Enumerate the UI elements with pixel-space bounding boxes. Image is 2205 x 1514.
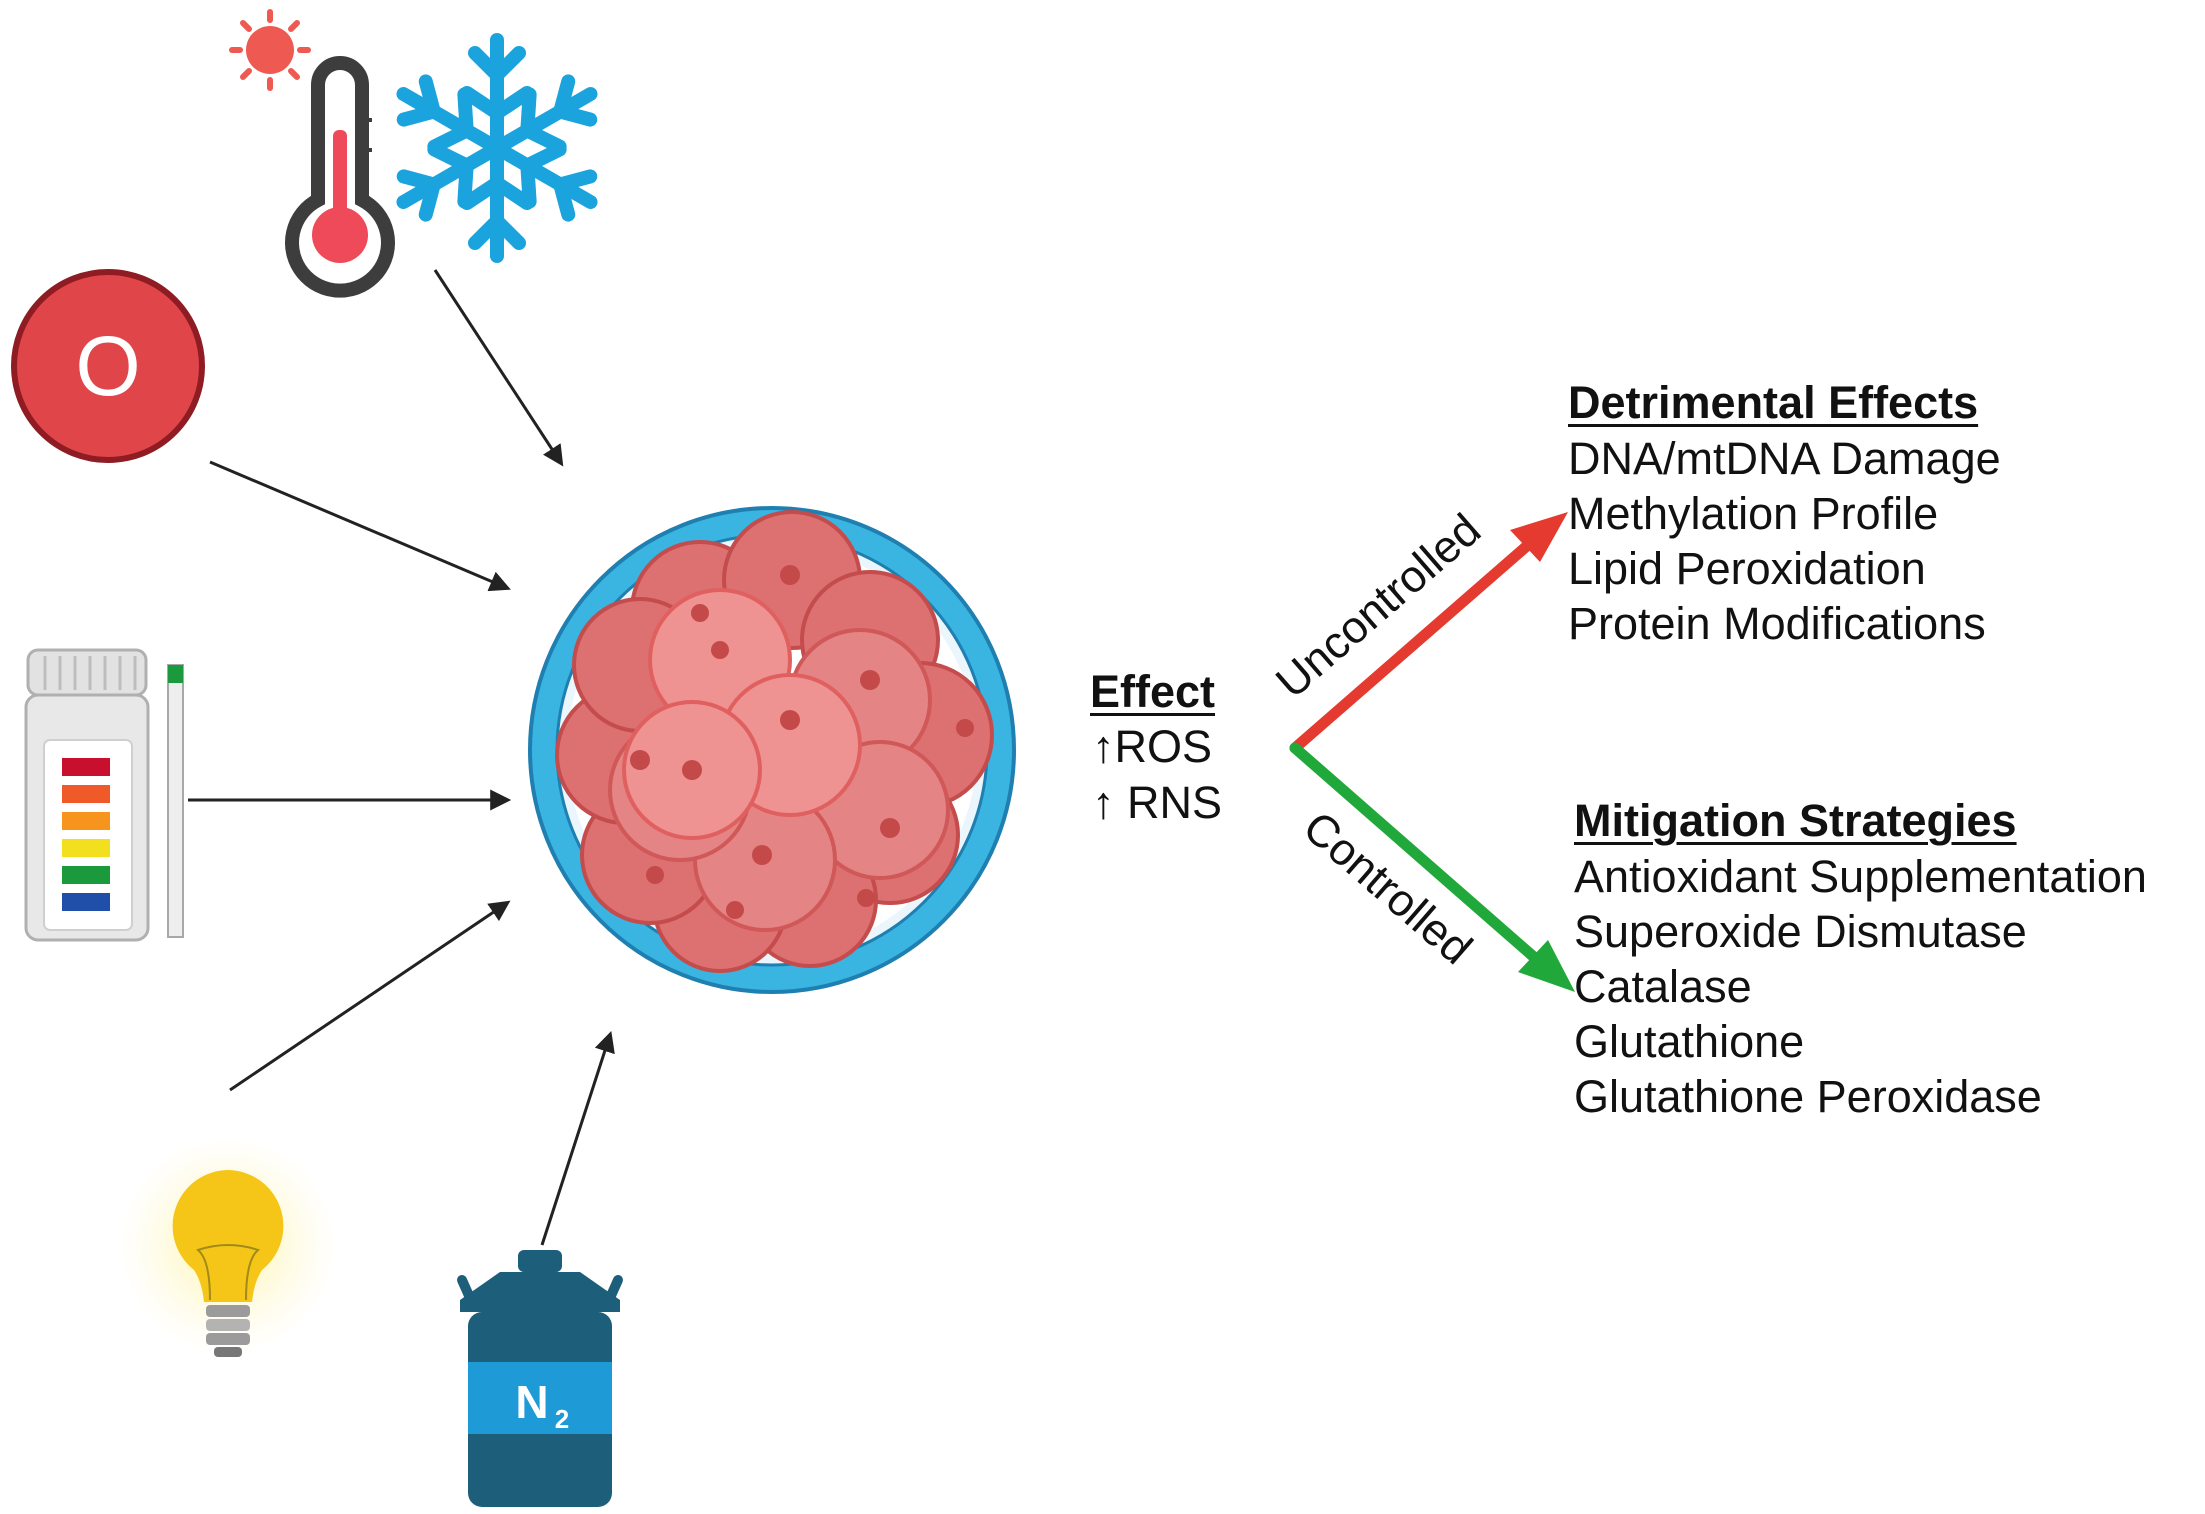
oxygen-symbol: O <box>75 319 140 413</box>
light-bulb-icon <box>118 1135 338 1357</box>
nitrogen-dewar-icon: N 2 <box>457 1250 623 1507</box>
arrow-temperature <box>433 269 564 467</box>
mitigation-item: Antioxidant Supplementation <box>1574 851 2147 902</box>
effect-heading: Effect <box>1090 666 1216 717</box>
detrimental-item: DNA/mtDNA Damage <box>1568 433 2001 484</box>
nitrogen-symbol: N <box>515 1376 548 1428</box>
arrow-oxygen <box>209 460 511 592</box>
oxygen-icon: O <box>11 269 205 463</box>
mitigation-item: Glutathione <box>1574 1016 1805 1067</box>
mitigation-item: Glutathione Peroxidase <box>1574 1071 2042 1122</box>
controlled-arrow-shaft <box>1289 742 1541 964</box>
mitigation-item: Superoxide Dismutase <box>1574 906 2027 957</box>
uncontrolled-arrow-shaft <box>1289 539 1534 754</box>
controlled-arrow-head <box>1518 940 1575 992</box>
arrow-nitrogen <box>540 1031 615 1246</box>
mitigation-heading: Mitigation Strategies <box>1574 795 2017 846</box>
effect-rns: ↑ RNS <box>1092 777 1223 828</box>
uncontrolled-arrow-head <box>1510 512 1568 562</box>
nitrogen-subscript: 2 <box>555 1404 569 1434</box>
thermometer-icon <box>285 56 395 298</box>
detrimental-heading: Detrimental Effects <box>1568 377 1979 428</box>
branch-arrows <box>1289 512 1575 992</box>
mitigation-item: Catalase <box>1574 961 1752 1012</box>
ph-strip-icon <box>24 648 184 942</box>
sun-icon <box>229 9 311 91</box>
detrimental-item: Methylation Profile <box>1568 488 1939 539</box>
arrow-light <box>229 900 511 1092</box>
detrimental-item: Lipid Peroxidation <box>1568 543 1926 594</box>
input-arrows <box>188 269 615 1246</box>
embryo-icon <box>528 506 1016 994</box>
effect-ros: ↑ROS <box>1092 721 1213 772</box>
snowflake-icon <box>388 33 605 256</box>
detrimental-item: Protein Modifications <box>1568 598 1986 649</box>
